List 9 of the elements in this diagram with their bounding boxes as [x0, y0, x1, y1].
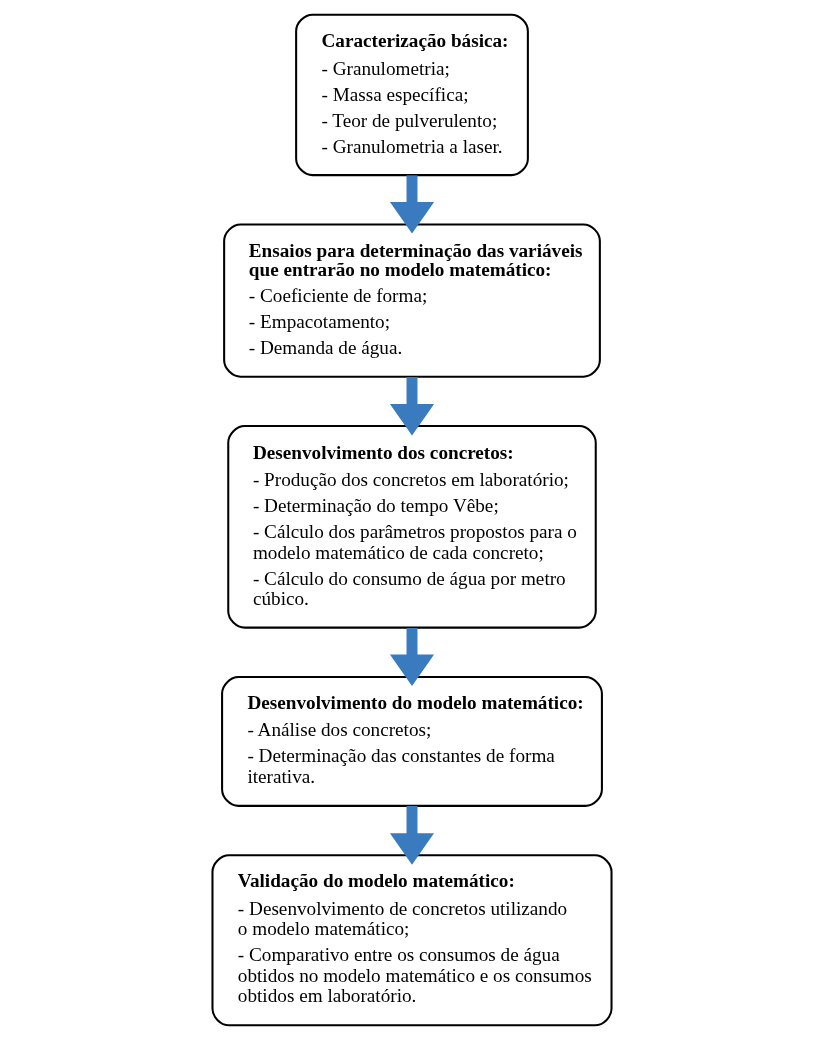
- arrow: [389, 377, 435, 436]
- arrow: [389, 627, 435, 687]
- node-box: Ensaios para determinação das variáveis que entrarão no modelo matemático: - Coeficiente de forma; - Empacotamento; - Demanda de água.: [223, 223, 601, 378]
- node-box: Desenvolvimento do modelo matemático: - Análise dos concretos; - Determinação das constantes de forma iterativa.: [221, 676, 603, 807]
- arrow: [389, 175, 435, 234]
- node-box: Caracterização básica: - Granulometria; - Massa específica; - Teor de pulverulento; - Granulometria a laser.: [295, 13, 529, 177]
- node-box: Validação do modelo matemático: - Desenvolvimento de concretos utilizando o modelo matemático; - Comparativo entre os consumos de água obtidos no modelo matemático e os consumos obtidos em laboratório.: [211, 854, 613, 1027]
- node-box: Desenvolvimento dos concretos: - Produção dos concretos em laboratório; - Determinação do tempo Vêbe; - Cálculo dos parâmetros propostos para o modelo matemático de cada concreto; - Cálculo do consumo de água por metro cúbico.: [227, 425, 597, 629]
- arrow: [389, 805, 435, 865]
